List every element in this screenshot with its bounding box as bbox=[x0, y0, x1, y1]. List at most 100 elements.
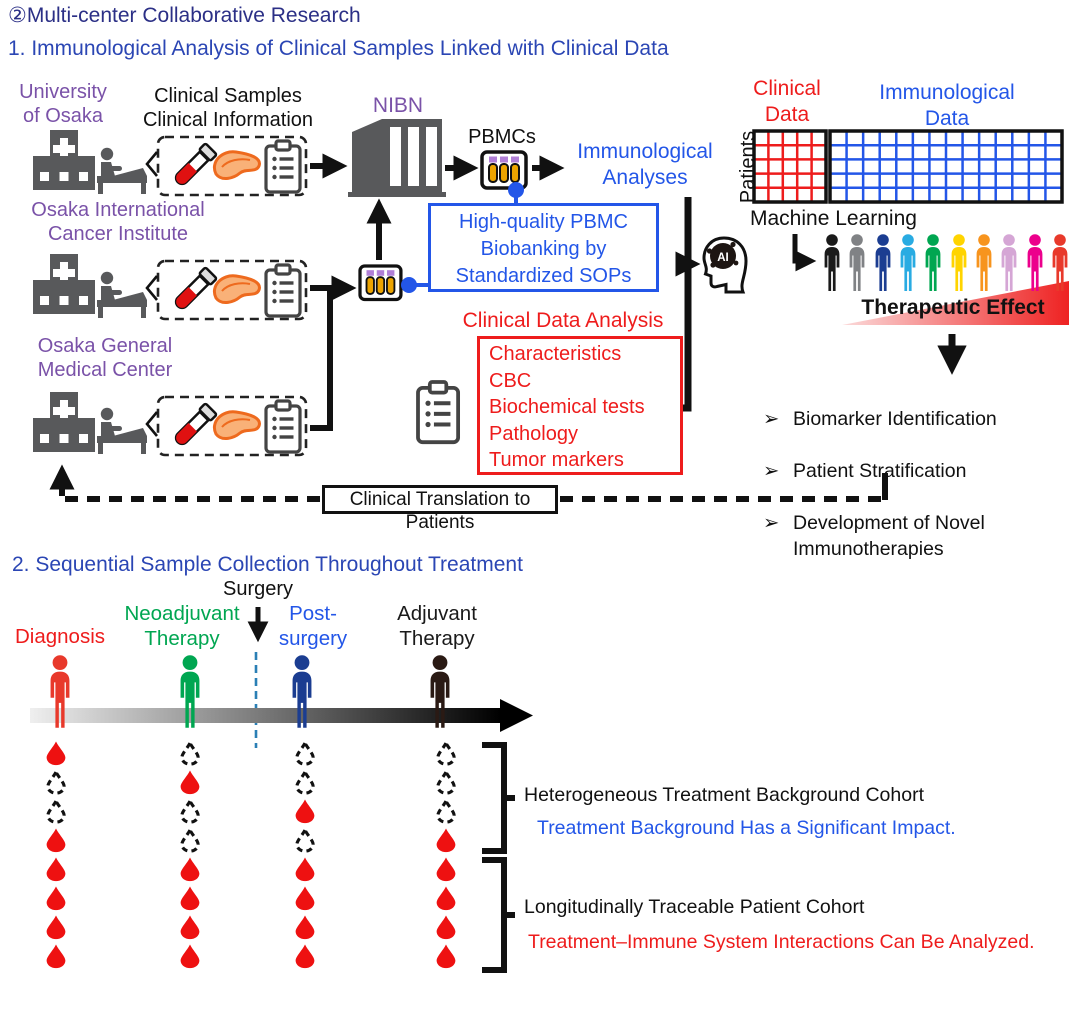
therapeutic-effect-wedge bbox=[842, 281, 1069, 325]
blood-drop-outline-icon bbox=[46, 799, 66, 824]
section2-title: 2. Sequential Sample Collection Througho… bbox=[12, 553, 523, 576]
person-icon bbox=[951, 234, 967, 291]
pbmc-rack-icon bbox=[480, 150, 528, 190]
blood-drop-icon bbox=[180, 944, 200, 969]
hospital-icon bbox=[33, 392, 95, 452]
person-icon bbox=[1001, 234, 1017, 291]
immunological-data-label: Immunological Data bbox=[879, 81, 1015, 130]
blood-drop-icon bbox=[46, 741, 66, 766]
person-icon bbox=[180, 655, 200, 728]
sample-drop-column bbox=[433, 741, 459, 969]
clinical-data-label: Clinical Data bbox=[753, 77, 821, 126]
blood-drop-outline-icon bbox=[46, 770, 66, 795]
samples-box-2 bbox=[156, 259, 308, 321]
ai-brain-icon: AI bbox=[702, 236, 748, 294]
blood-drop-icon bbox=[436, 857, 456, 882]
cohort-note: Treatment Background Has a Significant I… bbox=[537, 817, 956, 839]
therapeutic-effect-label: Therapeutic Effect bbox=[861, 296, 1045, 319]
sample-drop-column bbox=[292, 741, 318, 969]
sample-drop-column bbox=[177, 741, 203, 969]
page-title: ②Multi-center Collaborative Research bbox=[8, 4, 361, 27]
blood-drop-icon bbox=[295, 944, 315, 969]
hospital-name: University of Osaka bbox=[19, 81, 107, 128]
person-icon bbox=[900, 234, 916, 291]
blood-drop-icon bbox=[295, 799, 315, 824]
blood-drop-outline-icon bbox=[295, 828, 315, 853]
arrow-bullet-icon: ➢ bbox=[763, 460, 780, 482]
blood-drop-icon bbox=[180, 770, 200, 795]
blood-drop-icon bbox=[46, 886, 66, 911]
blood-drop-outline-icon bbox=[436, 741, 456, 766]
person-icon bbox=[1027, 234, 1043, 291]
hospital-name: Osaka General Medical Center bbox=[37, 335, 173, 382]
cda-item: CBC bbox=[489, 369, 532, 392]
blood-drop-outline-icon bbox=[180, 828, 200, 853]
section1-title: 1. Immunological Analysis of Clinical Sa… bbox=[8, 37, 669, 60]
clinical-data-analysis-box: Characteristics CBC Biochemical tests Pa… bbox=[477, 336, 683, 475]
clipboard-icon bbox=[416, 380, 461, 445]
test-tube-icon bbox=[170, 142, 218, 190]
blood-drop-outline-icon bbox=[436, 799, 456, 824]
patient-data-matrix bbox=[752, 129, 1064, 204]
pbmc-rack-icon bbox=[358, 264, 403, 302]
blood-drop-outline-icon bbox=[180, 799, 200, 824]
outcome-item: ➢ Development of Novel Immunotherapies bbox=[763, 512, 985, 560]
timeline-arrowhead bbox=[500, 699, 533, 732]
test-tube-icon bbox=[170, 402, 218, 450]
arrow-bullet-icon: ➢ bbox=[763, 512, 780, 534]
blood-drop-outline-icon bbox=[295, 741, 315, 766]
cda-item: Tumor markers bbox=[489, 449, 624, 471]
immunological-analyses-label: Immunological Analyses bbox=[577, 140, 713, 189]
person-icon bbox=[50, 655, 70, 728]
biobank-note-box: High-quality PBMC Biobanking by Standard… bbox=[428, 203, 659, 292]
surgery-label: Surgery bbox=[222, 578, 294, 600]
blood-drop-outline-icon bbox=[295, 770, 315, 795]
cda-item: Characteristics bbox=[489, 343, 622, 365]
clipboard-icon bbox=[264, 139, 302, 194]
outcome-item: ➢ Biomarker Identification bbox=[763, 408, 997, 430]
cohort-title: Heterogeneous Treatment Background Cohor… bbox=[524, 784, 924, 806]
machine-learning-label: Machine Learning bbox=[750, 207, 917, 230]
blood-drop-icon bbox=[295, 886, 315, 911]
samples-box-1 bbox=[156, 135, 308, 197]
timepoint-label: Post- surgery bbox=[278, 602, 348, 650]
nibn-label: NIBN bbox=[372, 94, 424, 117]
blood-drop-icon bbox=[295, 915, 315, 940]
treatment-timeline bbox=[30, 708, 500, 723]
blood-drop-icon bbox=[46, 944, 66, 969]
person-icon bbox=[976, 234, 992, 291]
hospital-icon bbox=[33, 254, 95, 314]
callout-tick bbox=[145, 151, 158, 437]
cda-item: Pathology bbox=[489, 422, 578, 445]
person-icon bbox=[875, 234, 891, 291]
patient-bed-icon bbox=[97, 271, 147, 318]
blood-drop-icon bbox=[295, 857, 315, 882]
person-icon bbox=[849, 234, 865, 291]
clipboard-icon bbox=[264, 399, 302, 454]
blood-drop-outline-icon bbox=[180, 741, 200, 766]
patient-bed-icon bbox=[97, 407, 147, 454]
patient-figure bbox=[279, 655, 325, 729]
timepoint-label: Diagnosis bbox=[14, 625, 106, 648]
blood-drop-icon bbox=[436, 886, 456, 911]
blood-drop-icon bbox=[436, 944, 456, 969]
clinical-data-analysis-title: Clinical Data Analysis bbox=[462, 309, 664, 332]
blood-drop-icon bbox=[180, 857, 200, 882]
blood-drop-icon bbox=[46, 857, 66, 882]
patient-figure bbox=[167, 655, 213, 729]
cohort-note: Treatment–Immune System Interactions Can… bbox=[528, 931, 1035, 953]
pancreas-icon bbox=[212, 274, 261, 305]
person-icon bbox=[292, 655, 312, 728]
cohort-brace-top bbox=[482, 742, 515, 854]
patient-figure bbox=[417, 655, 463, 729]
samples-label: Clinical Samples Clinical Information bbox=[142, 85, 314, 132]
stratified-patients-row bbox=[820, 233, 1072, 295]
pancreas-icon bbox=[212, 150, 261, 181]
biobank-connector bbox=[401, 182, 524, 293]
test-tube-icon bbox=[170, 266, 218, 314]
timepoint-label: Adjuvant Therapy bbox=[397, 602, 477, 650]
blood-drop-icon bbox=[180, 915, 200, 940]
hospital-name: Osaka International Cancer Institute bbox=[31, 199, 205, 246]
sample-drop-column bbox=[43, 741, 69, 969]
